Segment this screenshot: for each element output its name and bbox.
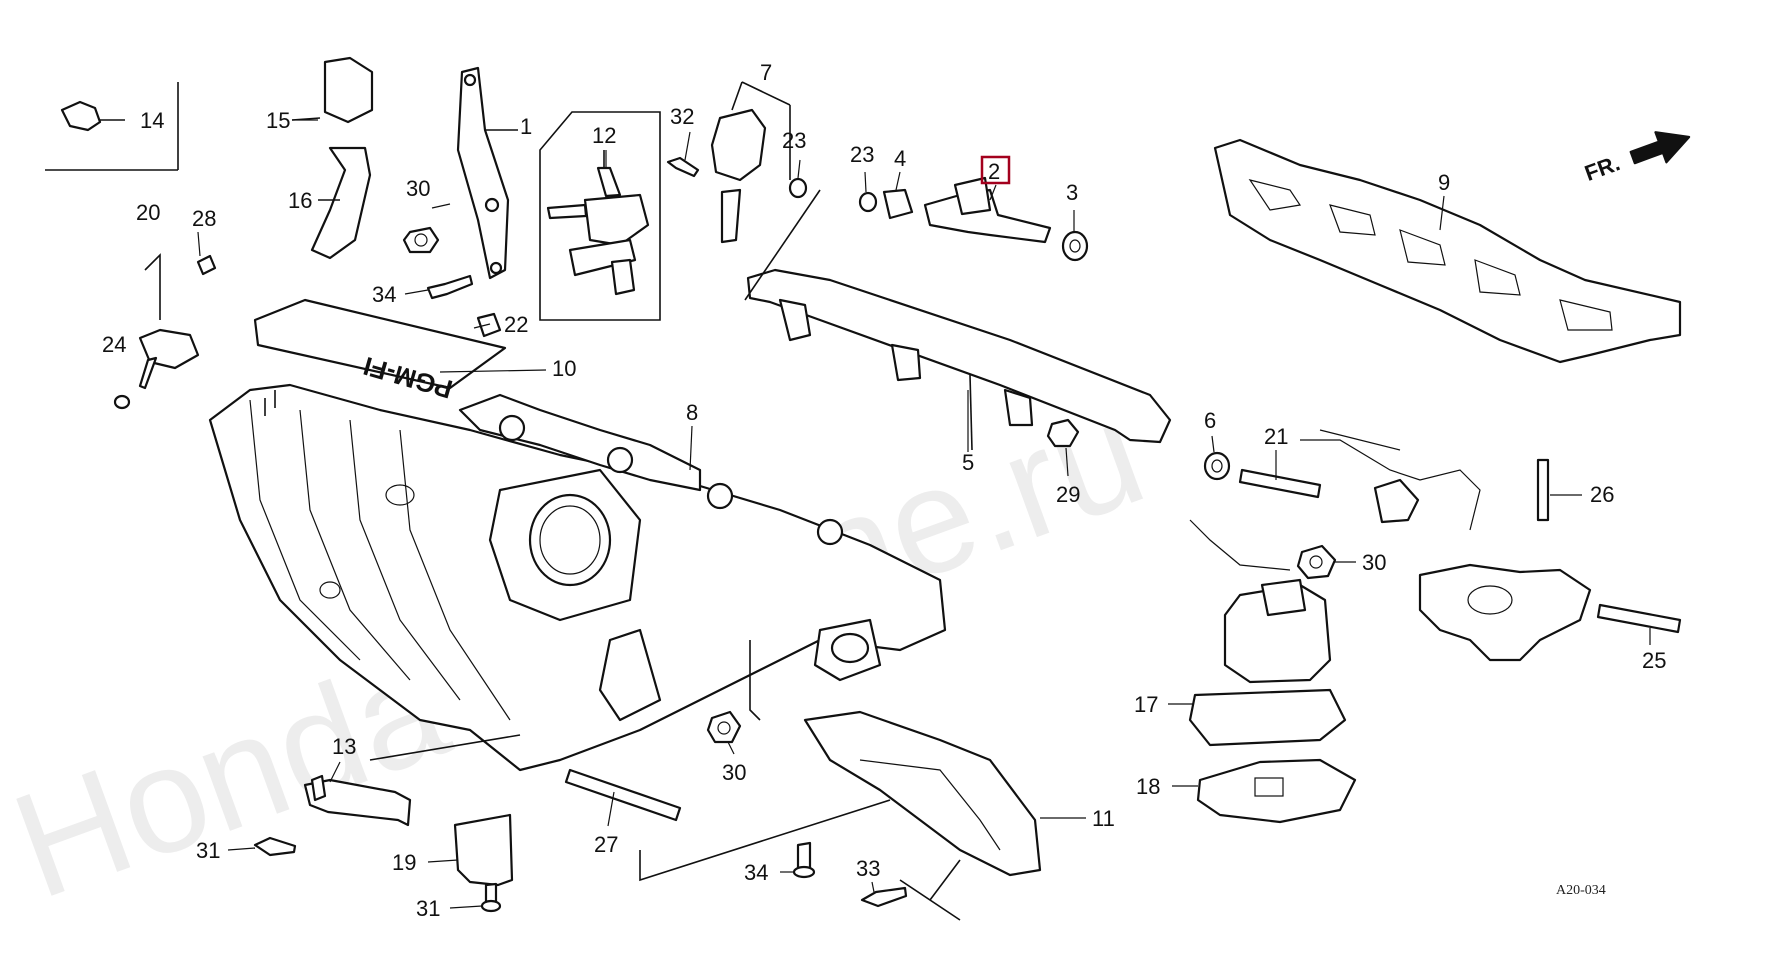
bolt-22 bbox=[476, 312, 502, 338]
label-31-b[interactable]: 31 bbox=[416, 896, 440, 921]
stud-27 bbox=[564, 768, 682, 822]
label-27[interactable]: 27 bbox=[594, 832, 618, 857]
label-34-lower[interactable]: 34 bbox=[744, 860, 768, 885]
label-32[interactable]: 32 bbox=[670, 104, 694, 129]
label-23-a[interactable]: 23 bbox=[782, 128, 806, 153]
label-30-lower[interactable]: 30 bbox=[722, 760, 746, 785]
callout-labels: 14 15 16 1 30 34 12 32 7 23 23 4 2 3 9 2… bbox=[102, 60, 1666, 921]
bracket-19 bbox=[453, 813, 514, 887]
label-26[interactable]: 26 bbox=[1590, 482, 1614, 507]
leader-frame-c bbox=[369, 734, 521, 761]
label-24[interactable]: 24 bbox=[102, 332, 126, 357]
label-2[interactable]: 2 bbox=[988, 159, 1000, 184]
gasket-18 bbox=[1196, 758, 1357, 824]
label-1[interactable]: 1 bbox=[520, 114, 532, 139]
label-20[interactable]: 20 bbox=[136, 200, 160, 225]
highlight-box-2 bbox=[980, 155, 1011, 185]
label-21[interactable]: 21 bbox=[1264, 424, 1288, 449]
nut-30b bbox=[1296, 544, 1337, 580]
label-16[interactable]: 16 bbox=[288, 188, 312, 213]
label-22[interactable]: 22 bbox=[504, 312, 528, 337]
injector-2 bbox=[923, 176, 1052, 244]
label-25[interactable]: 25 bbox=[1642, 648, 1666, 673]
fuel-rail-5 bbox=[744, 189, 1172, 451]
regulator-7 bbox=[710, 81, 791, 244]
label-15[interactable]: 15 bbox=[266, 108, 290, 133]
label-4[interactable]: 4 bbox=[894, 146, 906, 171]
label-13[interactable]: 13 bbox=[332, 734, 356, 759]
bolt-34b bbox=[792, 841, 816, 879]
bolt-31a bbox=[253, 836, 297, 857]
label-29[interactable]: 29 bbox=[1056, 482, 1080, 507]
front-arrow: FR. bbox=[1581, 131, 1691, 186]
leader-frame-a bbox=[749, 640, 761, 721]
egr-valve-17 bbox=[1188, 578, 1347, 747]
gasket-9 bbox=[1213, 138, 1682, 364]
nut-30c bbox=[706, 710, 742, 744]
label-5[interactable]: 5 bbox=[962, 450, 974, 475]
leader-lines bbox=[197, 119, 1651, 909]
bracket-1 bbox=[456, 66, 518, 280]
front-label: FR. bbox=[1581, 150, 1623, 186]
label-18[interactable]: 18 bbox=[1136, 774, 1160, 799]
label-33[interactable]: 33 bbox=[856, 856, 880, 881]
label-30-right[interactable]: 30 bbox=[1362, 550, 1386, 575]
bracket-13 bbox=[303, 774, 412, 827]
engine-outline-right bbox=[1189, 429, 1481, 571]
washer-6 bbox=[1203, 451, 1231, 481]
label-30-upper[interactable]: 30 bbox=[406, 176, 430, 201]
label-6[interactable]: 6 bbox=[1204, 408, 1216, 433]
label-23-b[interactable]: 23 bbox=[850, 142, 874, 167]
bolt-31b bbox=[480, 882, 502, 913]
egr-base bbox=[1418, 563, 1592, 662]
label-7[interactable]: 7 bbox=[760, 60, 772, 85]
bolt-32 bbox=[666, 156, 700, 178]
valve-12-box bbox=[539, 111, 661, 321]
label-11[interactable]: 11 bbox=[1092, 806, 1115, 831]
diagram-code: A20-034 bbox=[1556, 883, 1606, 898]
bolt-33 bbox=[860, 886, 908, 908]
label-12[interactable]: 12 bbox=[592, 123, 616, 148]
label-10[interactable]: 10 bbox=[552, 356, 576, 381]
bolt-28 bbox=[196, 254, 217, 276]
label-31-a[interactable]: 31 bbox=[196, 838, 220, 863]
label-19[interactable]: 19 bbox=[392, 850, 416, 875]
leader-frame-b bbox=[639, 799, 891, 882]
nut-30a bbox=[402, 226, 440, 254]
bolt-34a bbox=[426, 274, 474, 300]
label-28[interactable]: 28 bbox=[192, 206, 216, 231]
bolt-25 bbox=[1596, 603, 1682, 634]
stay-11 bbox=[803, 710, 1042, 921]
stud-21 bbox=[1238, 468, 1322, 499]
stud-26 bbox=[1536, 458, 1550, 522]
oring-4 bbox=[882, 188, 914, 220]
nut-29 bbox=[1046, 418, 1080, 448]
label-3[interactable]: 3 bbox=[1066, 180, 1078, 205]
washer-23b bbox=[858, 191, 878, 213]
sensor-20-24 bbox=[113, 253, 200, 410]
clip-14 bbox=[45, 82, 179, 171]
label-9[interactable]: 9 bbox=[1438, 170, 1450, 195]
label-14[interactable]: 14 bbox=[140, 108, 164, 133]
label-17[interactable]: 17 bbox=[1134, 692, 1158, 717]
clamp-15-16 bbox=[291, 56, 374, 260]
washer-23a bbox=[788, 177, 808, 199]
intake-manifold-8 bbox=[208, 383, 947, 772]
seal-3 bbox=[1061, 230, 1089, 262]
label-8[interactable]: 8 bbox=[686, 400, 698, 425]
label-34-upper[interactable]: 34 bbox=[372, 282, 396, 307]
